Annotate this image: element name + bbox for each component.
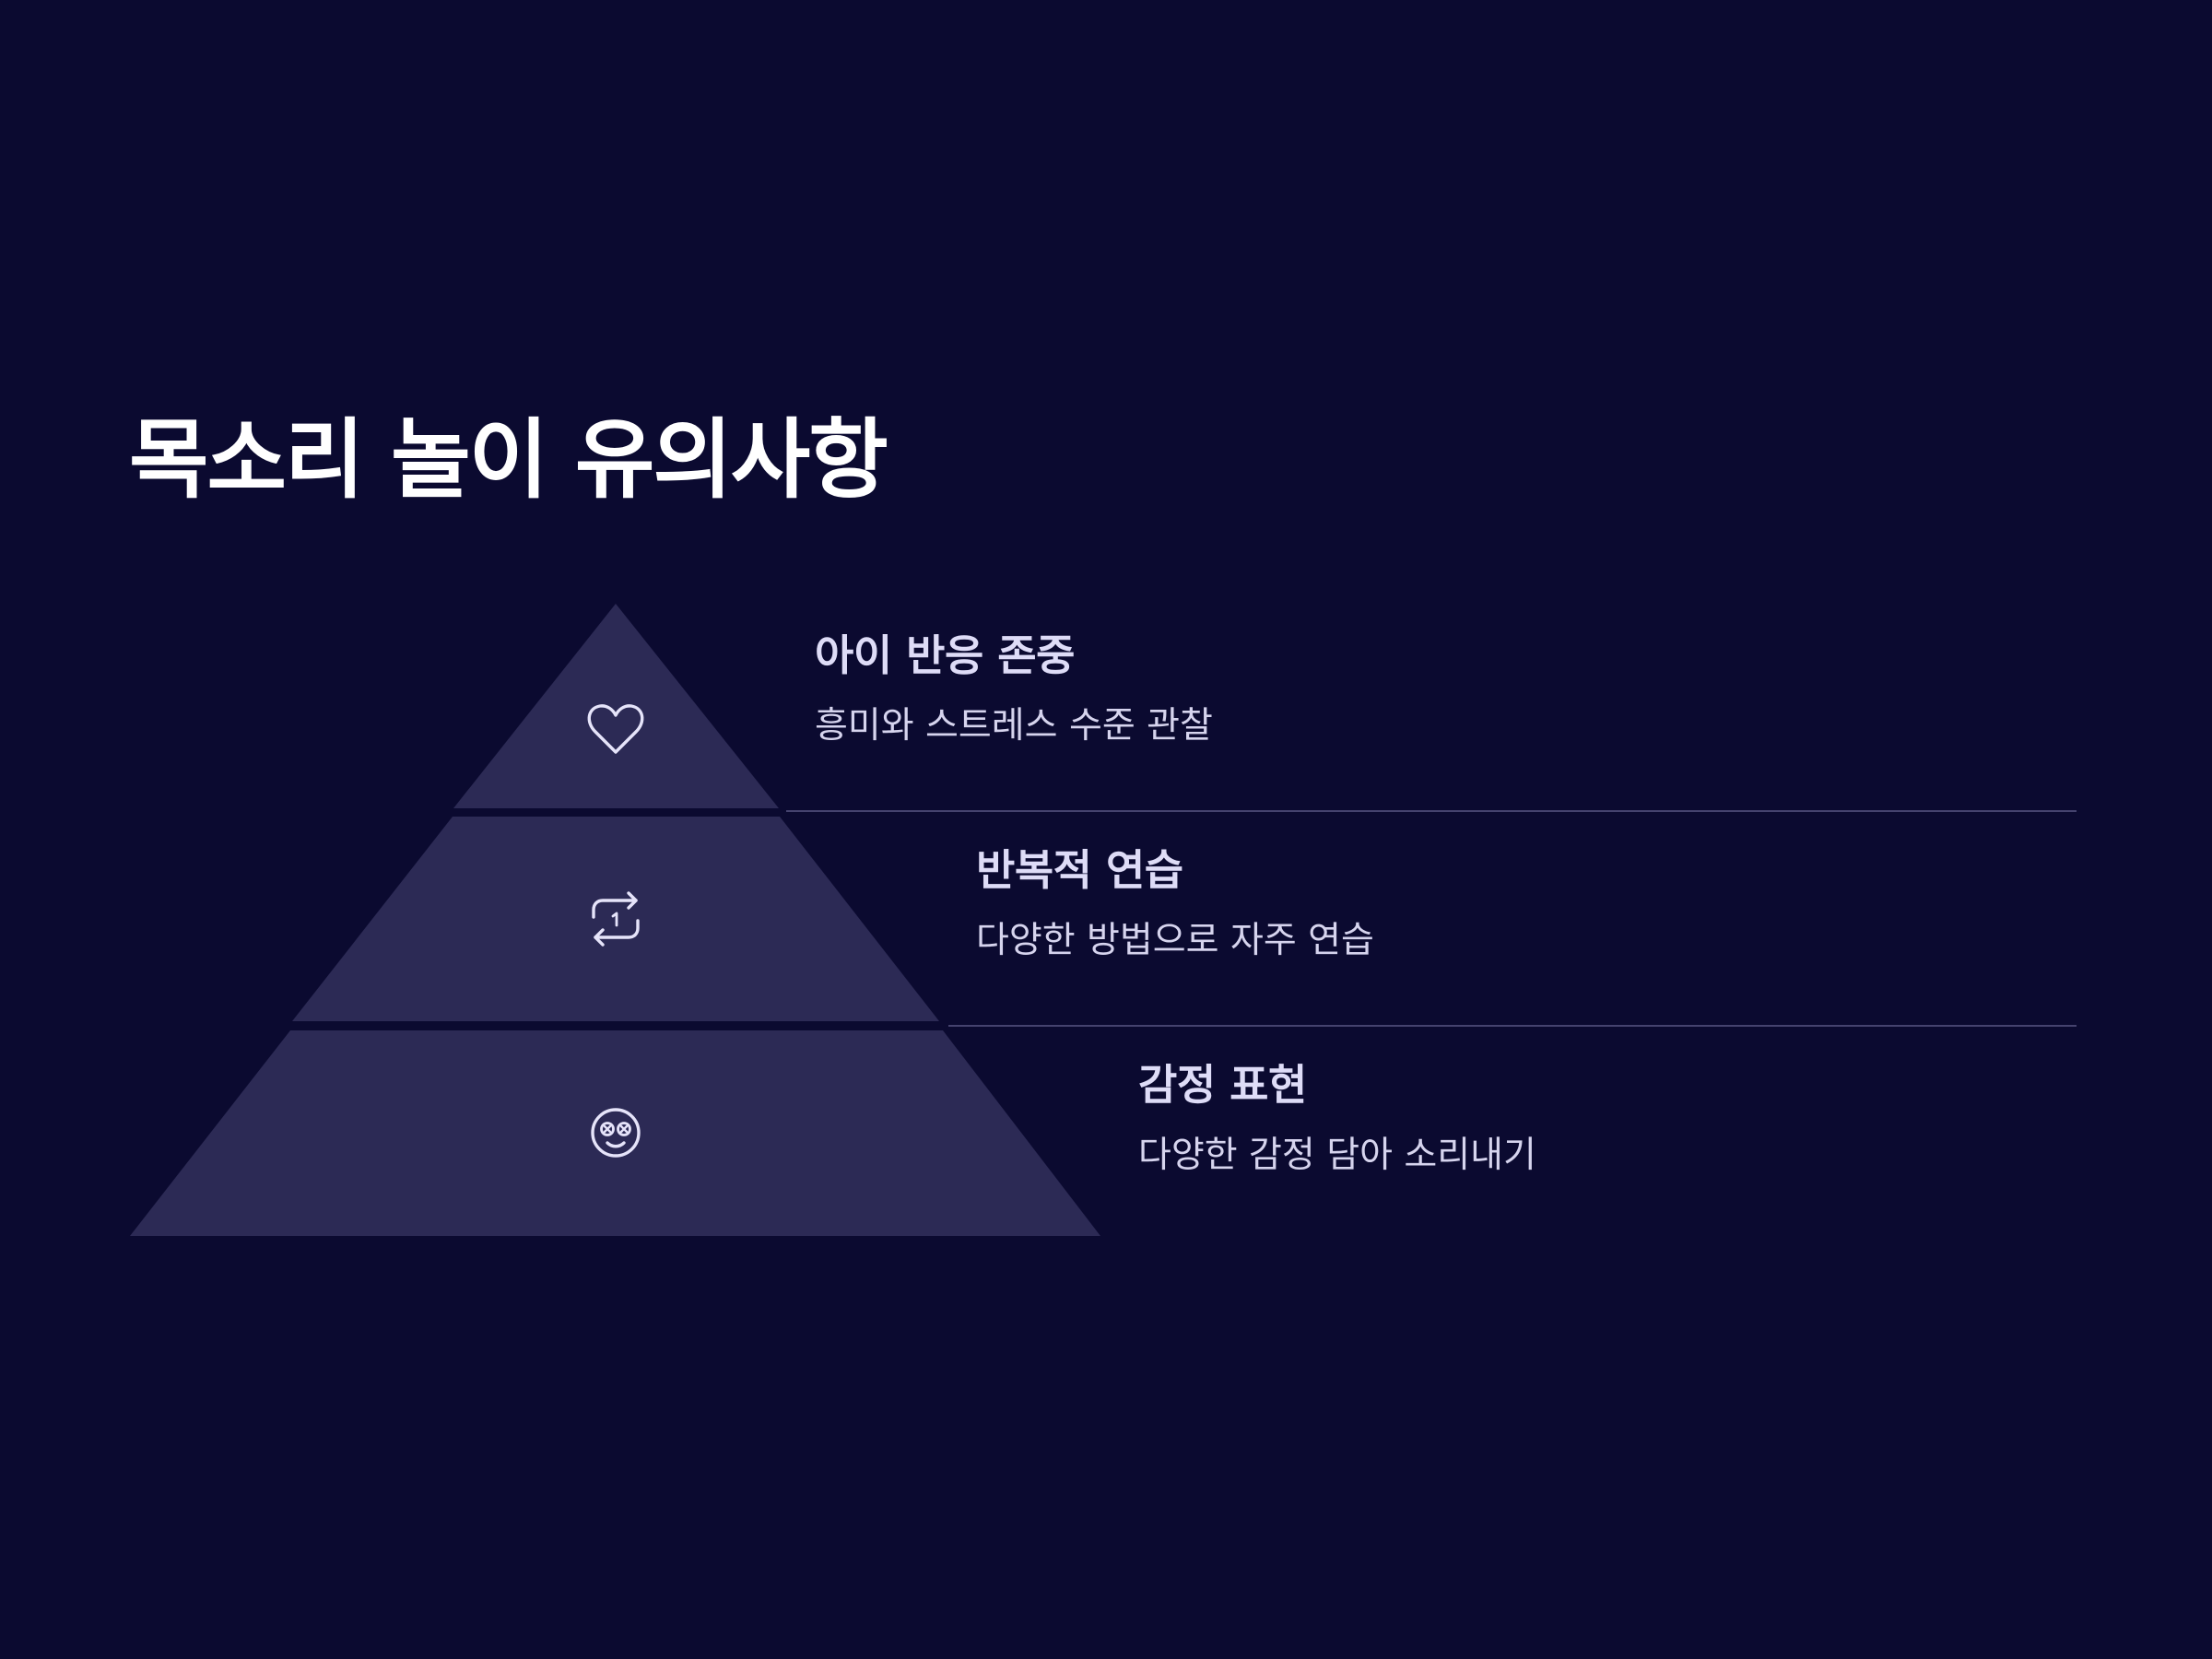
heart-icon [587,704,644,754]
pyramid-tier-top [453,604,779,808]
tier-2-text: 반복적 연습 다양한 방법으로 자주 연습 [976,845,1374,963]
repeat-once-icon [592,891,640,947]
tier-3-description: 다양한 감정 담아 소리내기 [1138,1135,1536,1177]
tier-2-description: 다양한 방법으로 자주 연습 [976,920,1374,962]
starstruck-face-icon [591,1108,641,1158]
tier-1-description: 흥미와 스트레스 수준 관찰 [815,705,1213,747]
tier-2-heading: 반복적 연습 [976,845,1183,895]
page-title: 목소리 놀이 유의사항 [129,410,888,511]
tier-1-heading: 아이 반응 존중 [815,630,1075,680]
tier-1-text: 아이 반응 존중 흥미와 스트레스 수준 관찰 [815,630,1213,748]
pyramid-tier-bottom [130,1030,1100,1236]
tier-3-text: 감정 표현 다양한 감정 담아 소리내기 [1138,1060,1536,1178]
tier-3-heading: 감정 표현 [1138,1060,1307,1110]
